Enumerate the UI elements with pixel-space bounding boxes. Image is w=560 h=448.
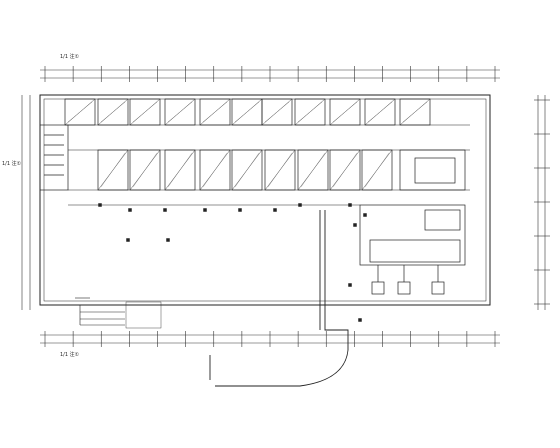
legend-block <box>75 297 162 329</box>
left-stair-block <box>39 124 69 191</box>
side-axis-lines <box>21 95 546 310</box>
right-service-rooms <box>359 149 466 266</box>
top-dimension-ticks <box>44 66 496 82</box>
corner-label-bottom-left: 1/1 注① <box>60 351 80 358</box>
equipment-marker <box>363 213 367 217</box>
equipment-marker <box>238 208 242 212</box>
equipment-markers <box>98 203 367 322</box>
equipment-marker <box>358 318 362 322</box>
cable-route <box>209 210 349 387</box>
corner-label-top-left: 1/1 注① <box>60 53 80 60</box>
left-axis-label: 1/1 注① <box>2 160 22 167</box>
bottom-dimension-ticks <box>44 331 496 347</box>
equipment-marker <box>128 208 132 212</box>
equipment-marker <box>298 203 302 207</box>
equipment-marker <box>273 208 277 212</box>
equipment-marker <box>348 203 352 207</box>
equipment-marker <box>163 208 167 212</box>
equipment-marker <box>353 223 357 227</box>
equipment-marker <box>98 203 102 207</box>
equipment-marker <box>166 238 170 242</box>
right-axis-ticks <box>534 99 550 305</box>
equipment-marker <box>348 283 352 287</box>
equipment-boxes <box>371 265 445 295</box>
equipment-marker <box>126 238 130 242</box>
equipment-marker <box>203 208 207 212</box>
